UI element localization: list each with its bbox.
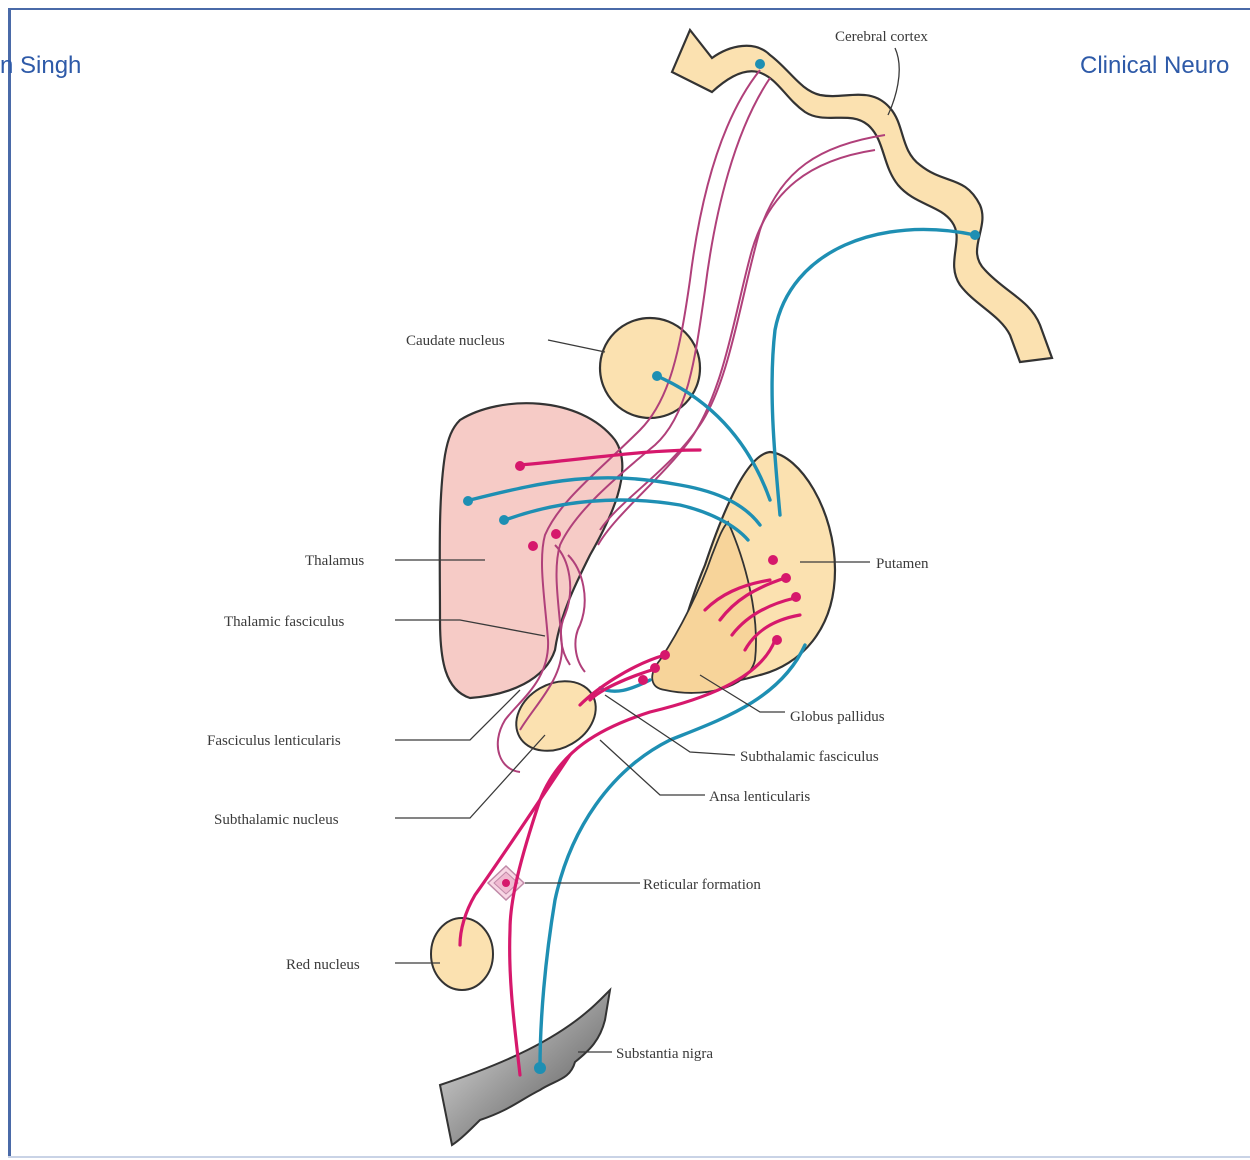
label-red-nucleus: Red nucleus [286, 957, 360, 973]
label-cerebral-cortex: Cerebral cortex [835, 29, 928, 45]
caudate-nucleus-shape [600, 318, 700, 418]
label-fasciculus-lenticularis: Fasciculus lenticularis [207, 733, 341, 749]
label-subthalamic-nucleus: Subthalamic nucleus [214, 812, 339, 828]
thalamus-shape [440, 403, 623, 698]
label-globus-pallidus: Globus pallidus [790, 709, 885, 725]
cerebral-cortex-shape [672, 30, 1052, 362]
label-subthalamic-fasciculus: Subthalamic fasciculus [740, 749, 879, 765]
label-caudate-nucleus: Caudate nucleus [406, 333, 505, 349]
label-thalamic-fasciculus: Thalamic fasciculus [224, 614, 345, 630]
label-ansa-lenticularis: Ansa lenticularis [709, 789, 810, 805]
label-putamen: Putamen [876, 556, 929, 572]
substantia-nigra-shape [440, 990, 610, 1145]
label-thalamus: Thalamus [305, 553, 364, 569]
label-substantia-nigra: Substantia nigra [616, 1046, 713, 1062]
label-reticular-formation: Reticular formation [643, 877, 761, 893]
